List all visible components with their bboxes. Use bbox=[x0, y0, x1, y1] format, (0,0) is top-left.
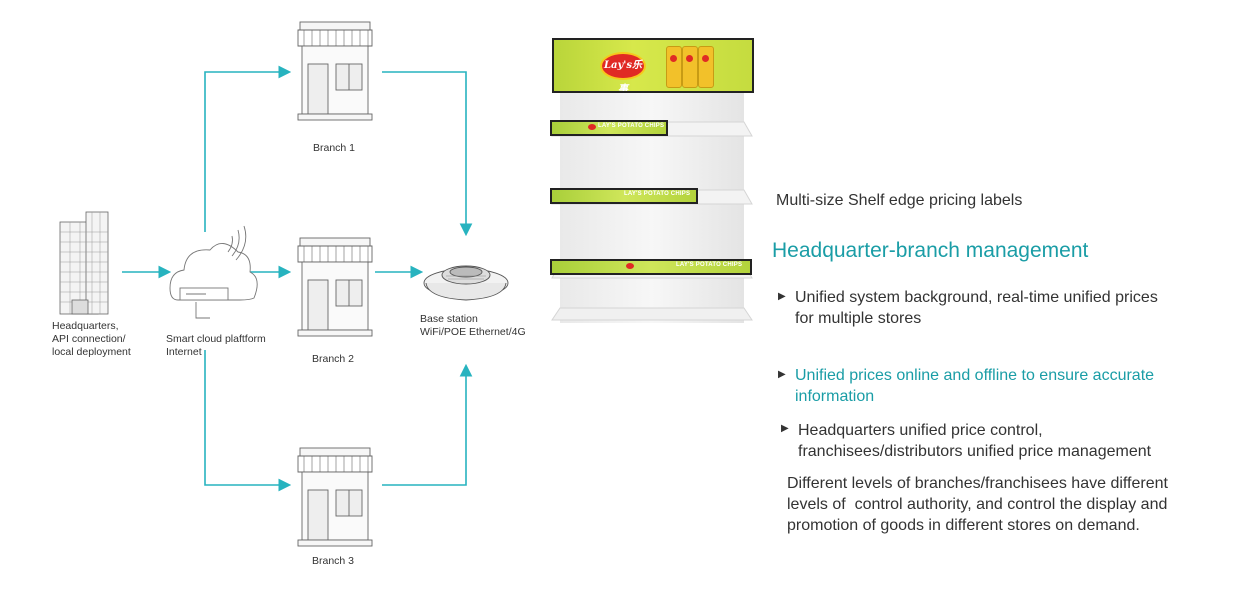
bullet-item-2: Unified prices online and offline to ens… bbox=[795, 367, 1155, 405]
shelf-label-text: LAY'S POTATO CHIPS bbox=[676, 262, 743, 268]
network-diagram bbox=[59, 21, 509, 547]
cloud-platform-label: Smart cloud plaftform Internet bbox=[166, 333, 266, 358]
shelf-top-display-banner: Lay's乐事 bbox=[552, 38, 754, 93]
shelf-label-strip-3: LAY'S POTATO CHIPS bbox=[550, 259, 752, 275]
cloud-platform-icon bbox=[169, 225, 258, 319]
panel-heading: Headquarter-branch management bbox=[772, 239, 1089, 262]
shelf-label-text: LAY'S POTATO CHIPS bbox=[624, 191, 691, 197]
arrow-branch3-to-base bbox=[382, 363, 473, 486]
headquarters-building-icon bbox=[59, 211, 109, 315]
shelf-label-text: LAY'S POTATO CHIPS bbox=[598, 123, 665, 129]
branch2-label: Branch 2 bbox=[312, 353, 355, 365]
branch2-store-icon bbox=[297, 237, 373, 337]
branch3-store-icon bbox=[297, 447, 373, 547]
arrow-cloud-to-branch3 bbox=[204, 350, 292, 492]
headquarters-label: Headquarters, API connection/ local depl… bbox=[52, 320, 131, 358]
strip-logo-icon bbox=[588, 124, 596, 130]
shelf-label-strip-1: LAY'S POTATO CHIPS bbox=[550, 120, 668, 136]
branch1-store-icon bbox=[297, 21, 373, 121]
bullet-triangle-icon: ▶ bbox=[778, 369, 786, 380]
bullet-triangle-icon: ▶ bbox=[778, 291, 786, 302]
bullet-item-1: Unified system background, real-time uni… bbox=[795, 289, 1158, 327]
chip-bag-icon bbox=[682, 46, 698, 88]
bullet-item-3: Headquarters unified price control, fran… bbox=[798, 422, 1152, 460]
branch1-label: Branch 1 bbox=[313, 142, 356, 154]
base-station-label: Base station WiFi/POE Ethernet/4G bbox=[420, 313, 526, 338]
arrow-cloud-to-branch1 bbox=[204, 65, 292, 232]
shelf-label-strip-2: LAY'S POTATO CHIPS bbox=[550, 188, 698, 204]
description-paragraph: Different levels of branches/franchisees… bbox=[787, 475, 1168, 534]
bullet-triangle-icon: ▶ bbox=[781, 423, 789, 434]
lays-logo: Lay's乐事 bbox=[600, 52, 646, 91]
branch3-label: Branch 3 bbox=[312, 555, 355, 567]
base-station-icon bbox=[423, 265, 509, 301]
shelf-labels-subtitle: Multi-size Shelf edge pricing labels bbox=[776, 192, 1023, 209]
arrow-branch1-to-base bbox=[382, 71, 473, 237]
strip-logo-icon bbox=[626, 263, 634, 269]
chip-bag-icon bbox=[698, 46, 714, 88]
chip-bag-icon bbox=[666, 46, 682, 88]
